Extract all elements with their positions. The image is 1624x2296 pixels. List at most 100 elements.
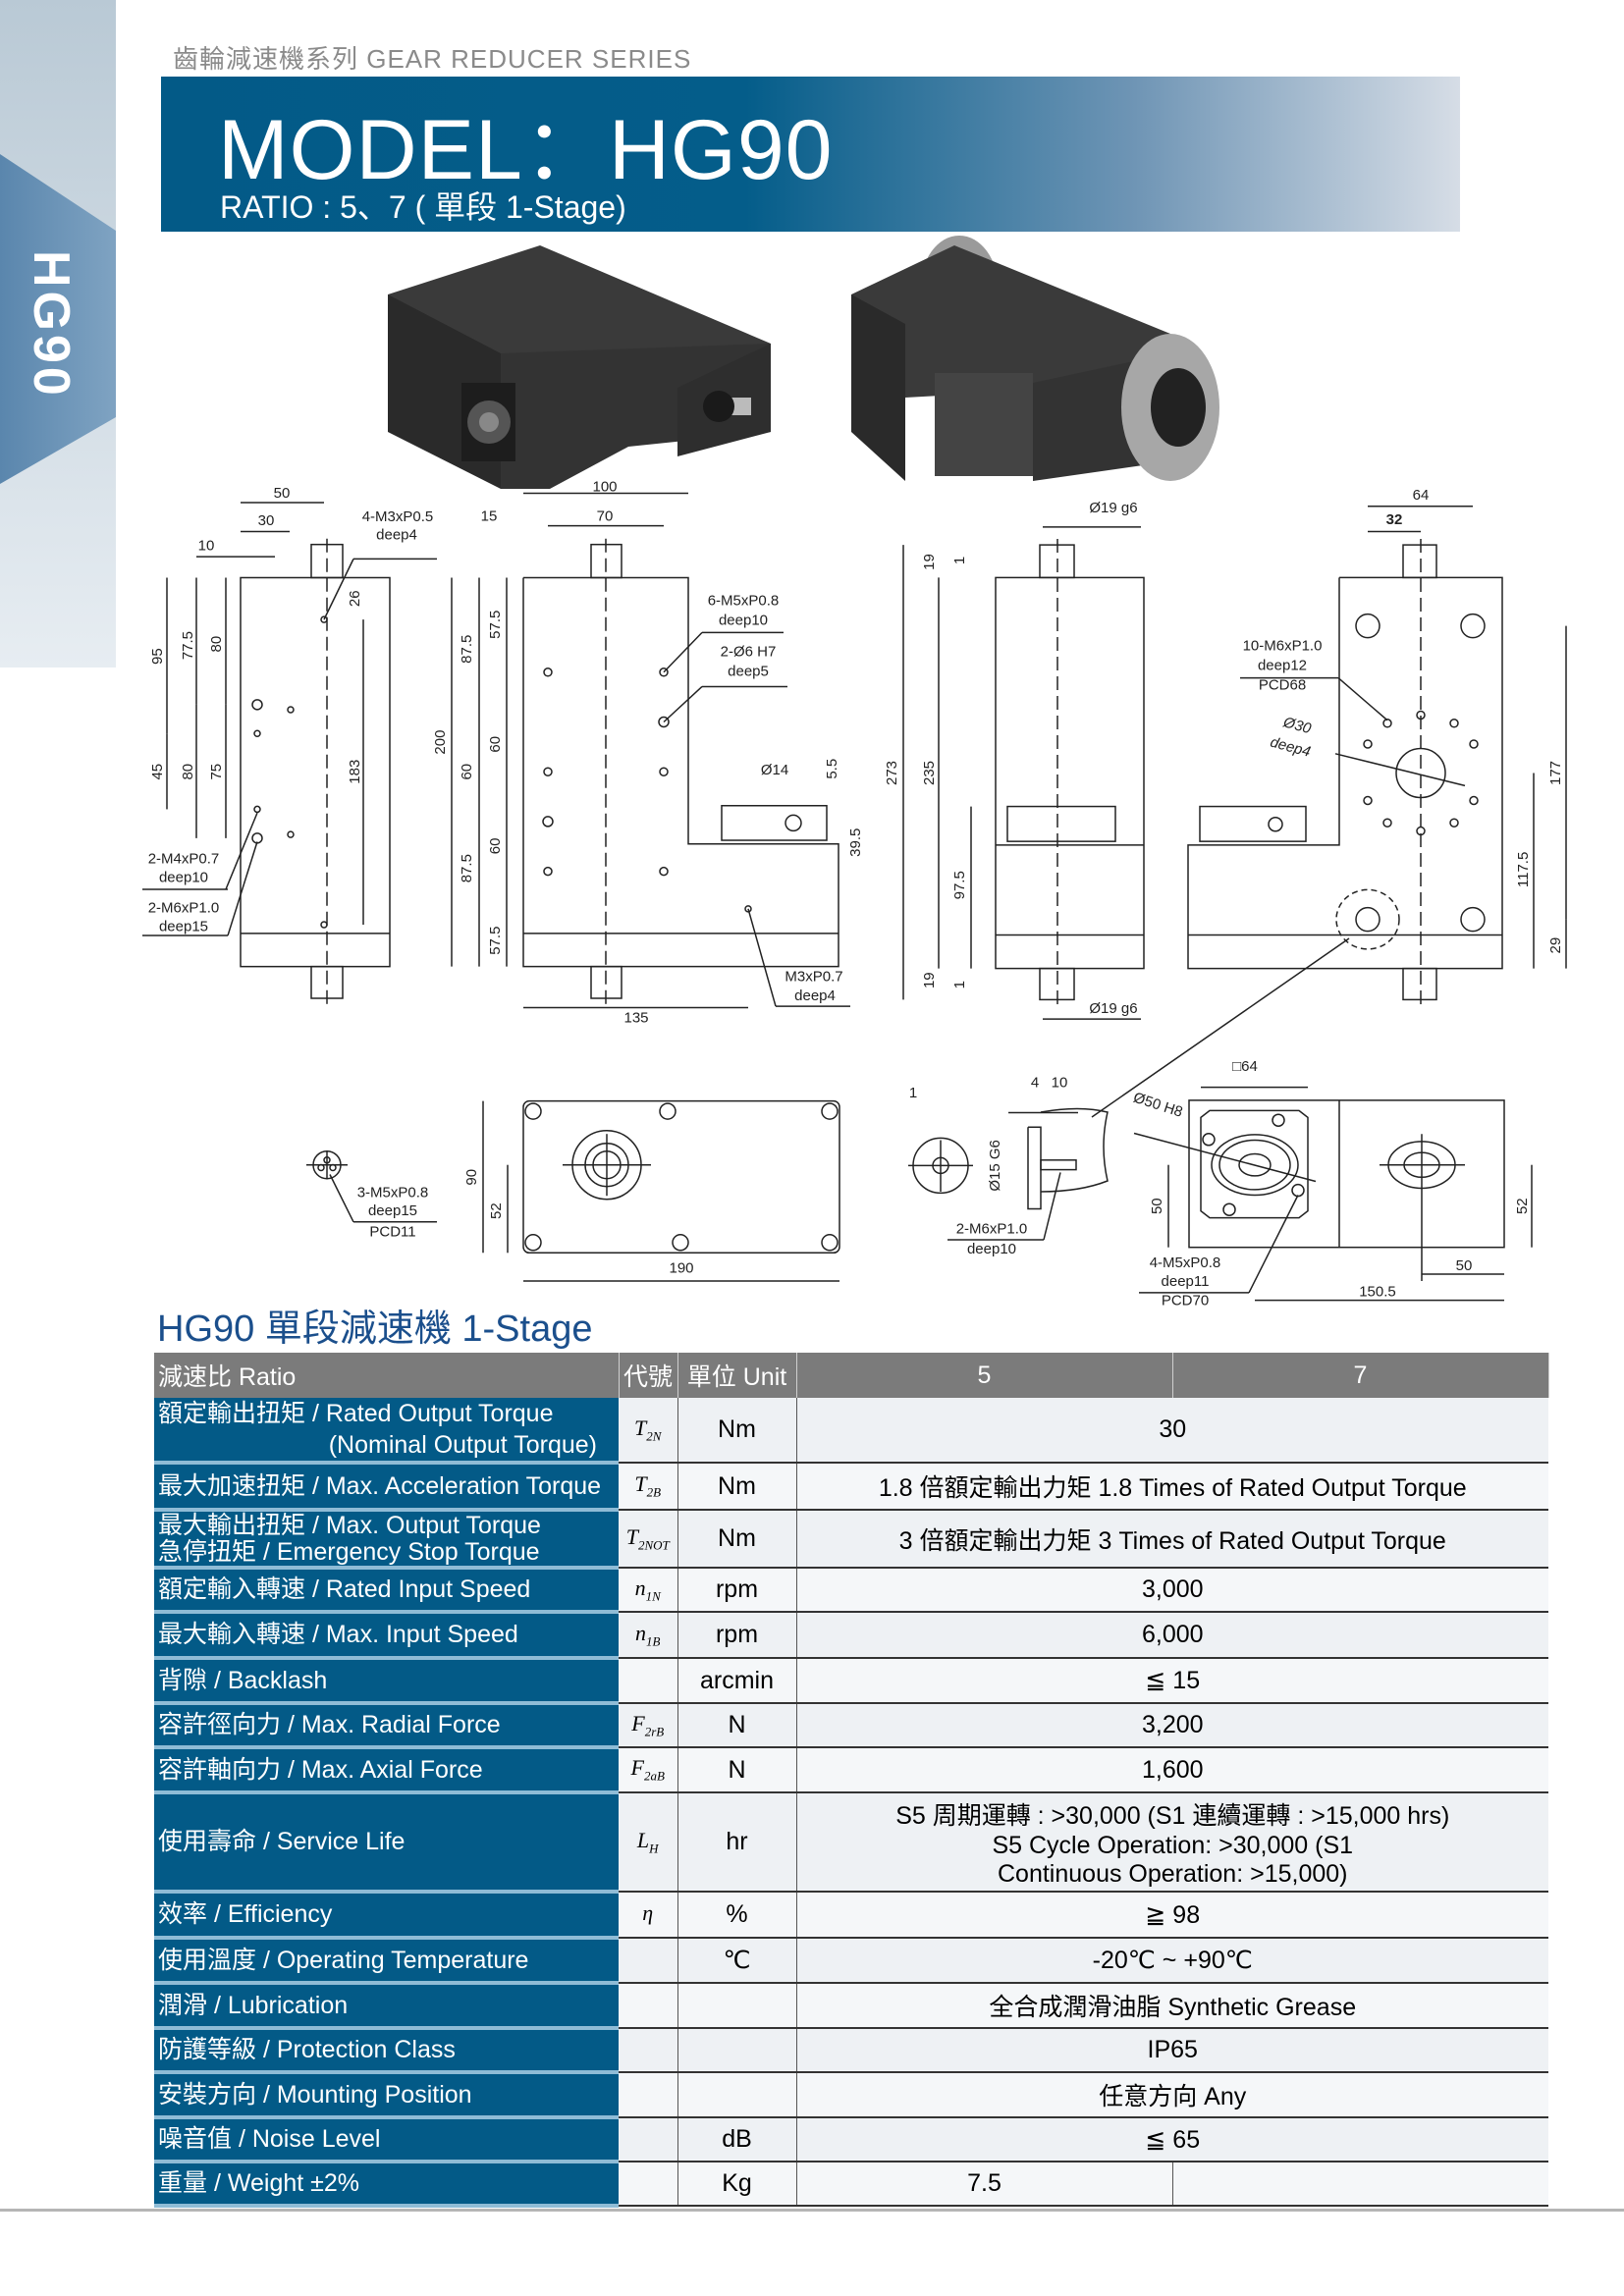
spec-label-text: 背隙 / Backlash xyxy=(158,1666,328,1694)
thread-depth: deep10 xyxy=(159,870,208,886)
spec-value-text: 1.8 倍額定輸出力矩 1.8 Times of Rated Output To… xyxy=(878,1474,1467,1502)
spec-symbol: η xyxy=(619,1892,678,1939)
spec-symbol xyxy=(619,1938,678,1984)
dim-label: 135 xyxy=(623,1009,648,1026)
thread-callout: 3-M5xP0.8 xyxy=(357,1185,429,1201)
dim-label: 95 xyxy=(149,648,166,665)
table-row: 使用溫度 / Operating Temperature℃-20℃ ~ +90℃ xyxy=(154,1938,1548,1985)
spec-value-text-3: Continuous Operation: >15,000) xyxy=(998,1859,1348,1888)
spec-symbol: T2NOT xyxy=(619,1510,678,1569)
spec-value-text: 3,000 xyxy=(1141,1575,1204,1603)
dim-label: 50 xyxy=(1456,1257,1473,1274)
drawing-side-view xyxy=(142,502,437,1004)
spec-value: 1,600 xyxy=(796,1747,1548,1793)
dim-label: 90 xyxy=(463,1169,480,1186)
spec-value-text: 1,600 xyxy=(1141,1755,1204,1784)
dim-label: 150.5 xyxy=(1359,1283,1396,1300)
spec-label: 防護等級 / Protection Class xyxy=(154,2028,619,2074)
header-unit: 單位 Unit xyxy=(677,1353,797,1398)
spec-value-text: ≦ 15 xyxy=(1145,1667,1201,1694)
spec-table: 減速比 Ratio 代號 單位 Unit 5 7 額定輸出扭矩 / Rated … xyxy=(154,1353,1549,2208)
symbol-main: T xyxy=(634,1415,647,1440)
dim-label: 177 xyxy=(1547,761,1564,785)
spec-unit: rpm xyxy=(677,1612,797,1659)
dim-label: 1 xyxy=(951,557,968,564)
spec-unit xyxy=(677,1983,797,2029)
dim-label: 87.5 xyxy=(459,635,475,664)
thread-depth: deep15 xyxy=(159,919,208,935)
dim-label: 15 xyxy=(481,507,498,524)
symbol-subscript: 2N xyxy=(646,1428,662,1444)
thread-callout: 4-M3xP0.5 xyxy=(362,508,434,525)
spec-unit xyxy=(677,2028,797,2073)
spec-value: IP65 xyxy=(796,2028,1548,2073)
spec-label: 容許徑向力 / Max. Radial Force xyxy=(154,1703,619,1749)
spec-value-text: ≦ 65 xyxy=(1145,2125,1201,2154)
header-ratio: 減速比 Ratio xyxy=(154,1353,620,1398)
spec-value-text: -20℃ ~ +90℃ xyxy=(1092,1947,1253,1974)
dim-label: 50 xyxy=(274,485,291,502)
spec-value-text: 3,200 xyxy=(1141,1711,1204,1738)
spec-value: 3,200 xyxy=(796,1703,1548,1748)
spec-value: 6,000 xyxy=(796,1612,1548,1659)
front-view-labels: 100 15 70 6-M5xP0.8 deep10 2-Ø6 H7 deep5… xyxy=(432,478,864,1026)
thread-callout: 4-M5xP0.8 xyxy=(1150,1255,1221,1271)
side-tab-graphic xyxy=(0,0,116,2296)
dim-label: 45 xyxy=(149,764,166,780)
thread-callout: 2-M6xP1.0 xyxy=(956,1221,1028,1238)
thread-callout: 2-M4xP0.7 xyxy=(148,851,220,868)
dim-label: 235 xyxy=(921,761,938,785)
pin-callout: 2-Ø6 H7 xyxy=(721,644,777,661)
dim-label: 70 xyxy=(597,507,614,524)
symbol-main: η xyxy=(642,1899,654,1925)
spec-label: 額定輸入轉速 / Rated Input Speed xyxy=(154,1568,619,1614)
spec-label-text: 防護等級 / Protection Class xyxy=(158,2036,456,2064)
spec-value-text: IP65 xyxy=(1147,2036,1198,2063)
thread-pcd: PCD70 xyxy=(1162,1293,1209,1309)
detail-break-outline xyxy=(1040,1107,1109,1193)
spec-value: 3 倍額定輸出力矩 3 Times of Rated Output Torque xyxy=(796,1510,1548,1569)
drawing-input-view xyxy=(1133,1086,1533,1302)
spec-symbol: n1B xyxy=(619,1612,678,1659)
spec-label: 安裝方向 / Mounting Position xyxy=(154,2072,619,2119)
spec-symbol: LH xyxy=(619,1792,678,1893)
spec-value-ratio-7 xyxy=(1172,2162,1548,2207)
pin-depth: deep5 xyxy=(728,663,769,679)
spec-value: S5 周期運轉 : >30,000 (S1 連續運轉 : >15,000 hrs… xyxy=(796,1792,1548,1893)
dim-label: 273 xyxy=(884,761,900,785)
thread-depth: deep11 xyxy=(1162,1273,1210,1290)
dim-label: 117.5 xyxy=(1515,852,1532,887)
spec-unit xyxy=(677,2072,797,2118)
table-row: 額定輸出扭矩 / Rated Output Torque(Nominal Out… xyxy=(154,1398,1548,1465)
spec-value-text: ≧ 98 xyxy=(1145,1900,1201,1929)
dimension-drawings: 50 30 10 4-M3xP0.5 deep4 26 95 77.5 80 4… xyxy=(142,478,1567,1309)
spec-label-text: 額定輸入轉速 / Rated Input Speed xyxy=(158,1575,531,1604)
dim-label: Ø50 H8 xyxy=(1131,1090,1184,1121)
symbol-main: F xyxy=(630,1755,644,1781)
spec-unit: Nm xyxy=(677,1398,797,1464)
spec-value: 30 xyxy=(796,1398,1548,1464)
spec-unit: ℃ xyxy=(677,1938,797,1984)
spec-symbol xyxy=(619,2162,678,2207)
dim-label: Ø15 G6 xyxy=(987,1140,1003,1192)
dim-label: 32 xyxy=(1386,511,1403,528)
end-view-labels: Ø19 g6 19 1 273 235 97.5 19 1 Ø19 g6 xyxy=(884,500,1138,1017)
dim-label: 64 xyxy=(1413,487,1430,504)
spec-label: 容許軸向力 / Max. Axial Force xyxy=(154,1747,619,1794)
thread-pcd: PCD68 xyxy=(1259,677,1306,694)
drawing-rear-view xyxy=(1187,505,1567,1006)
dim-label: 57.5 xyxy=(487,611,504,639)
spec-label-text: 安裝方向 / Mounting Position xyxy=(158,2080,472,2109)
thread-depth: deep4 xyxy=(376,527,417,544)
spec-symbol xyxy=(619,2028,678,2073)
spec-value: ≦ 15 xyxy=(796,1658,1548,1704)
spec-label: 效率 / Efficiency xyxy=(154,1892,619,1940)
spec-value-ratio-5: 7.5 xyxy=(796,2162,1173,2207)
dim-label: 10 xyxy=(1052,1075,1068,1092)
